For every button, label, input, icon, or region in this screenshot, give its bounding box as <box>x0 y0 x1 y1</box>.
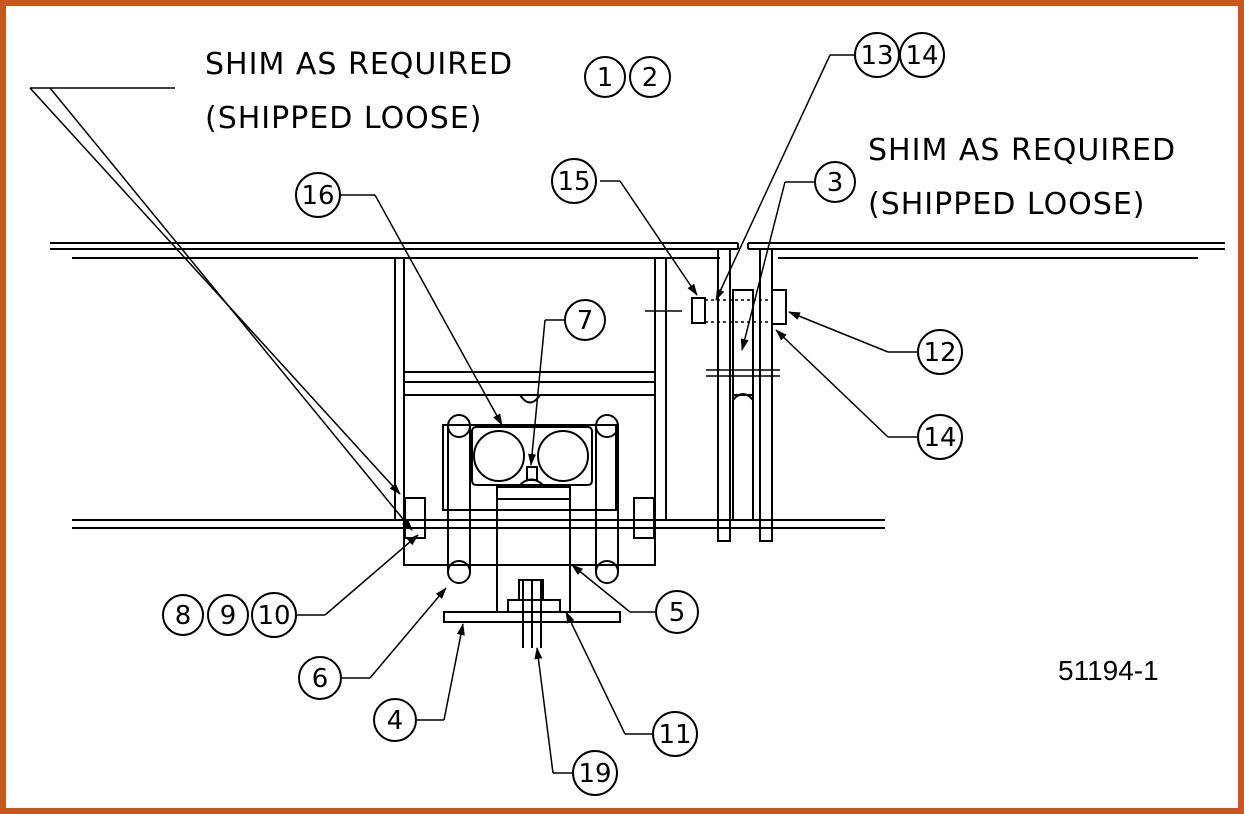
balloon-19: 19 <box>572 750 618 796</box>
svg-text:3: 3 <box>827 168 844 198</box>
balloon-9: 9 <box>207 594 249 636</box>
balloon-4: 4 <box>373 698 417 742</box>
drawing-number: 51194-1 <box>1058 655 1159 686</box>
roller-assembly <box>471 426 593 486</box>
svg-text:1: 1 <box>597 63 614 93</box>
svg-text:19: 19 <box>578 759 611 789</box>
svg-text:14: 14 <box>923 423 956 453</box>
balloon-12: 12 <box>917 329 963 375</box>
svg-text:5: 5 <box>669 598 686 628</box>
svg-text:7: 7 <box>577 306 594 336</box>
svg-text:12: 12 <box>923 338 956 368</box>
shim-note-left-line1: SHIM AS REQUIRED <box>205 47 513 82</box>
balloon-14-bottom: 14 <box>917 414 963 460</box>
shim-note-right-line1: SHIM AS REQUIRED <box>868 133 1176 168</box>
balloon-14-top: 14 <box>899 32 945 78</box>
top-beam <box>50 242 1225 259</box>
base-plate <box>443 579 621 648</box>
balloon-11: 11 <box>652 711 698 757</box>
svg-text:16: 16 <box>301 181 334 211</box>
svg-text:14: 14 <box>905 41 938 71</box>
svg-text:2: 2 <box>642 63 659 93</box>
balloon-1: 1 <box>584 56 626 98</box>
svg-text:11: 11 <box>658 720 691 750</box>
balloon-13: 13 <box>854 32 900 78</box>
balloon-7: 7 <box>564 299 606 341</box>
balloon-8: 8 <box>162 594 204 636</box>
svg-text:10: 10 <box>257 601 290 631</box>
svg-text:6: 6 <box>312 664 329 694</box>
trolley-body <box>403 394 656 566</box>
balloon-15: 15 <box>551 158 597 204</box>
svg-text:13: 13 <box>860 41 893 71</box>
vertical-bracket <box>645 248 787 542</box>
shim-note-right-line2: (SHIPPED LOOSE) <box>868 187 1146 222</box>
balloon-10: 10 <box>251 592 297 638</box>
leader-lines <box>29 54 918 774</box>
svg-text:4: 4 <box>387 706 404 736</box>
wheel-posts <box>447 414 619 584</box>
balloon-6: 6 <box>298 656 342 700</box>
balloon-5: 5 <box>655 590 699 634</box>
svg-text:9: 9 <box>220 601 237 631</box>
svg-text:15: 15 <box>557 167 590 197</box>
bottom-beam <box>72 519 885 529</box>
balloon-3: 3 <box>814 161 856 203</box>
balloon-16: 16 <box>295 172 341 218</box>
svg-text:8: 8 <box>175 601 192 631</box>
center-block <box>496 466 571 612</box>
shim-note-left-line2: (SHIPPED LOOSE) <box>205 101 483 136</box>
balloon-2: 2 <box>629 56 671 98</box>
